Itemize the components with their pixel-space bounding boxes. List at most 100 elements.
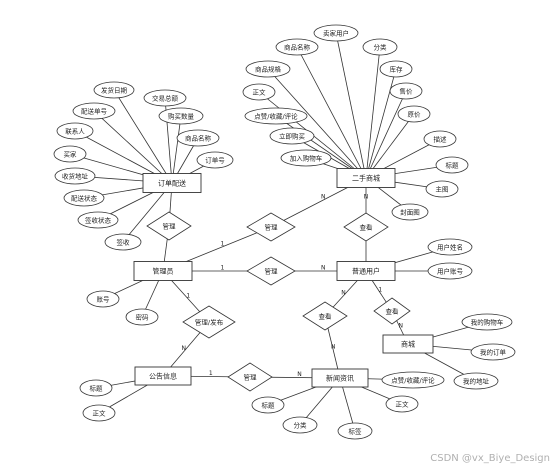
cardinality-r_manage_user-b: N bbox=[321, 265, 326, 272]
attribute-label-a_biaoti2: 标题 bbox=[90, 384, 104, 393]
attribute-a_yhzh bbox=[427, 262, 473, 280]
entity-label-news: 新闻资讯 bbox=[326, 374, 354, 383]
attribute-a_maijia bbox=[53, 145, 87, 163]
attribute-label-a_fengmian: 封面图 bbox=[400, 208, 420, 217]
attr-connector-a_goumai bbox=[171, 115, 182, 184]
attribute-label-a_zhanghao: 账号 bbox=[97, 295, 111, 304]
entity-label-store: 商城 bbox=[401, 340, 415, 349]
attribute-label-a_qianshouzt: 签收状态 bbox=[85, 216, 112, 225]
cardinality-r_view_news-b: N bbox=[331, 344, 336, 351]
relationship-r_view_news bbox=[302, 301, 348, 331]
entity-store bbox=[382, 334, 434, 354]
entity-label-notice: 公告信息 bbox=[149, 372, 177, 381]
cardinality-r_view_news-a: N bbox=[341, 289, 346, 296]
attribute-a_fenlei1 bbox=[362, 38, 398, 56]
attribute-a_wodedingdan bbox=[470, 343, 516, 361]
attribute-label-a_biaoqian: 标签 bbox=[349, 427, 363, 436]
attribute-a_spmc2 bbox=[275, 38, 319, 56]
attribute-a_shoujia bbox=[389, 82, 423, 100]
attribute-label-a_dianzan1: 点赞/收藏/评论 bbox=[254, 112, 298, 121]
attribute-label-a_maijiayh: 卖家用户 bbox=[323, 29, 349, 38]
cardinality-r_manage_user-a: 1 bbox=[220, 265, 224, 272]
entity-notice bbox=[134, 366, 192, 386]
attribute-label-a_zhengwen2: 正文 bbox=[93, 409, 107, 418]
attribute-label-a_spmc1: 商品名称 bbox=[185, 134, 212, 143]
attr-connector-a_shoujia bbox=[365, 90, 407, 179]
attribute-label-a_biaoti1: 标题 bbox=[446, 161, 460, 170]
attribute-a_jiaoyi bbox=[143, 89, 187, 107]
entity-label-order: 订单配送 bbox=[158, 179, 186, 188]
attr-connector-a_kucun bbox=[365, 68, 397, 179]
entity-secondhand bbox=[336, 168, 396, 188]
entity-admin bbox=[133, 261, 193, 281]
relationship-r_view_store bbox=[373, 297, 411, 325]
attribute-a_guige bbox=[245, 60, 291, 78]
relationship-label-r_manage_publish: 管理/发布 bbox=[195, 318, 224, 327]
entity-label-secondhand: 二手商城 bbox=[352, 174, 380, 183]
attribute-label-a_gouwuche: 我的购物车 bbox=[471, 318, 504, 327]
attribute-a_qianshou bbox=[104, 233, 142, 251]
attribute-a_lianxi bbox=[56, 122, 94, 140]
relationship-r_manage_shop bbox=[246, 212, 296, 242]
attribute-label-a_guige: 商品规格 bbox=[255, 65, 282, 74]
attribute-a_fengmian bbox=[391, 203, 429, 221]
attribute-label-a_qianshou: 签收 bbox=[117, 238, 131, 247]
attribute-a_maijiayh bbox=[313, 24, 359, 42]
attribute-label-a_kucun: 库存 bbox=[390, 65, 404, 74]
attribute-label-a_fenlei1: 分类 bbox=[374, 43, 388, 52]
attribute-a_gouwuche bbox=[461, 313, 513, 331]
attribute-a_peisongzt bbox=[63, 189, 105, 207]
attribute-a_yhxm bbox=[427, 238, 473, 256]
relationship-r_manage_news bbox=[227, 362, 273, 392]
attribute-a_biaoqian bbox=[337, 422, 373, 440]
attribute-label-a_goumai: 购买数量 bbox=[168, 112, 195, 121]
attribute-a_lijigoumai bbox=[269, 127, 315, 145]
entity-label-user: 普通用户 bbox=[352, 267, 380, 276]
attribute-label-a_peisongzt: 配送状态 bbox=[71, 194, 98, 203]
attribute-label-a_zhengwen1: 正文 bbox=[253, 88, 267, 97]
attribute-a_goumai bbox=[158, 107, 204, 125]
attribute-label-a_lijigoumai: 立即购买 bbox=[279, 132, 306, 141]
entity-order bbox=[142, 173, 202, 193]
attribute-a_zhanghao bbox=[86, 290, 120, 308]
attribute-a_biaoti3 bbox=[251, 396, 285, 414]
entity-news bbox=[311, 368, 369, 388]
relationship-label-r_view_shop: 查看 bbox=[360, 223, 374, 232]
attribute-label-a_dingdan: 订单号 bbox=[205, 156, 225, 165]
attribute-label-a_jiaoyi: 交易总额 bbox=[152, 94, 179, 103]
attr-connector-a_peisongdan bbox=[93, 110, 173, 184]
attribute-label-a_lianxi: 联系人 bbox=[65, 127, 85, 136]
attribute-a_spmc1 bbox=[176, 129, 220, 147]
cardinality-r_manage_publish-b: N bbox=[181, 345, 186, 352]
cardinality-r_view_store-a: 1 bbox=[378, 287, 382, 294]
attribute-a_dianzan1 bbox=[244, 107, 308, 125]
attribute-a_dingdan bbox=[196, 151, 234, 169]
attribute-a_yuanjia bbox=[397, 105, 431, 123]
attr-connector-a_fenlei1 bbox=[365, 46, 381, 179]
attribute-a_kucun bbox=[379, 60, 413, 78]
attribute-a_zhengwen2 bbox=[82, 404, 116, 422]
attr-connector-a_dianzan1 bbox=[275, 115, 367, 179]
attribute-label-a_maijia: 买家 bbox=[64, 150, 78, 159]
cardinality-r_manage_shop-b: N bbox=[321, 194, 326, 201]
relationship-label-r_manage_news: 管理 bbox=[244, 373, 258, 382]
relationship-r_view_shop bbox=[343, 212, 389, 242]
relationship-label-r_manage_user: 管理 bbox=[265, 267, 279, 276]
attr-connector-a_yuanjia bbox=[365, 113, 415, 179]
attribute-label-a_jiaru: 加入购物车 bbox=[290, 154, 323, 163]
attribute-a_miaoshu bbox=[423, 130, 457, 148]
attribute-label-a_yhzh: 用户账号 bbox=[437, 267, 464, 276]
attribute-a_zhutu bbox=[425, 180, 459, 198]
attribute-a_biaoti1 bbox=[435, 156, 469, 174]
attribute-a_dianzan2 bbox=[381, 371, 445, 389]
attribute-label-a_wodedingdan: 我的订单 bbox=[480, 348, 507, 357]
attribute-label-a_dianzan2: 点赞/收藏/评论 bbox=[391, 376, 435, 385]
cardinality-r_view_shop-b: N bbox=[364, 194, 369, 201]
attribute-a_zhengwen1 bbox=[242, 83, 276, 101]
attribute-a_dizhi bbox=[453, 372, 499, 390]
attribute-label-a_shoujia: 售价 bbox=[400, 87, 414, 96]
cardinality-r_manage_news-b: N bbox=[297, 371, 302, 378]
attr-connector-a_maijiayh bbox=[335, 32, 367, 179]
attribute-a_fenlei2 bbox=[282, 416, 318, 434]
